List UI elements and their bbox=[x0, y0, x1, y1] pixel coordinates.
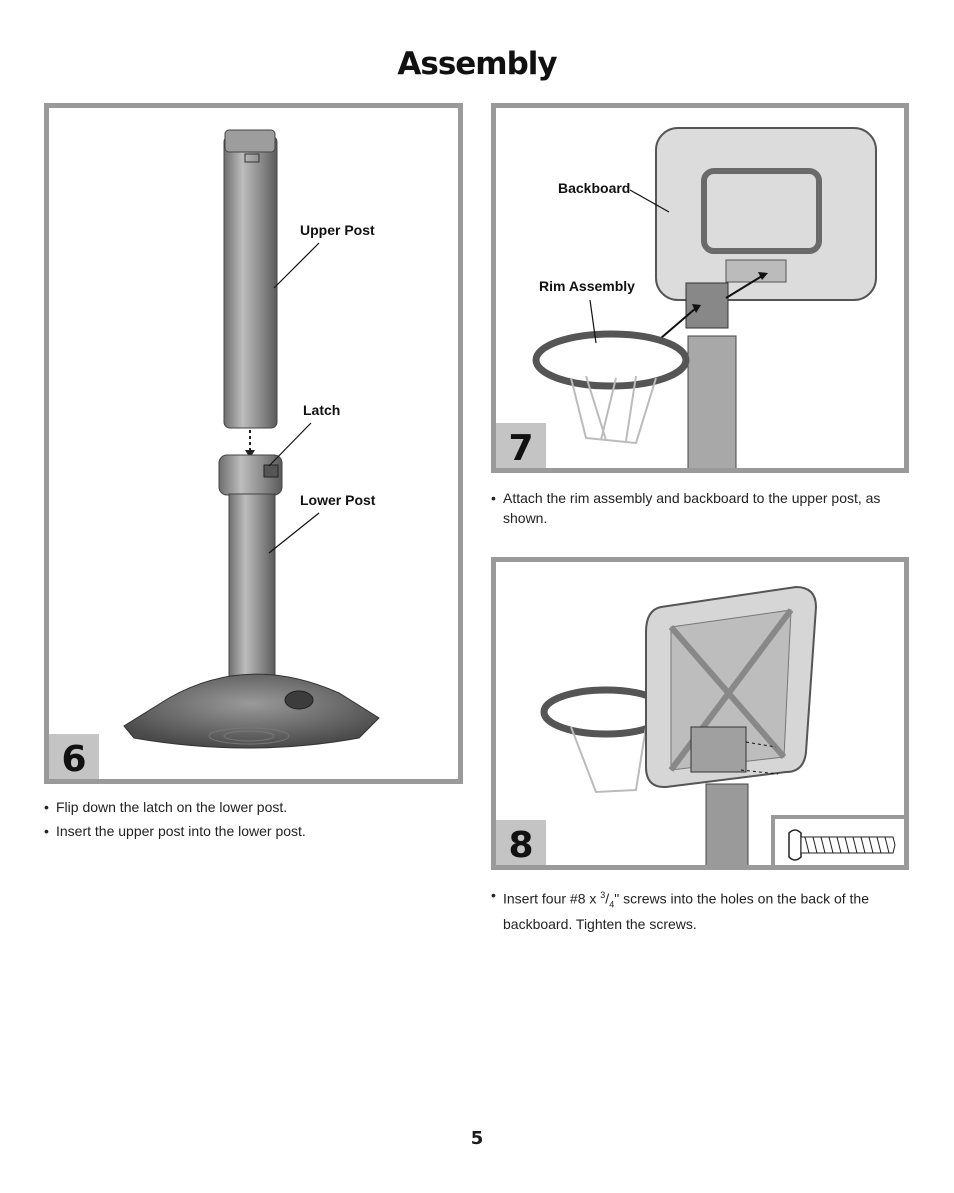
page-number: 5 bbox=[470, 1128, 484, 1149]
instruction-item: Attach the rim assembly and backboard to… bbox=[491, 488, 901, 528]
step-7-instructions: Attach the rim assembly and backboard to… bbox=[491, 488, 901, 528]
step-7-badge: 7 bbox=[496, 423, 546, 468]
instruction-item: Flip down the latch on the lower post. bbox=[44, 797, 464, 817]
label-lower-post: Lower Post bbox=[300, 492, 376, 508]
instruction-text-start: Insert four #8 x bbox=[503, 890, 601, 907]
post-assembly-illustration bbox=[123, 129, 380, 749]
step-6-panel: Upper Post Latch Lower Post 6 bbox=[44, 103, 463, 784]
step-6-instructions: Flip down the latch on the lower post. I… bbox=[44, 797, 464, 841]
step-6-badge: 6 bbox=[49, 734, 99, 779]
page-title: Assembly bbox=[397, 46, 557, 82]
label-upper-post: Upper Post bbox=[300, 222, 375, 238]
step-7-panel: Backboard Rim Assembly 7 bbox=[491, 103, 909, 473]
step-8-instructions: Insert four #8 x 3/4" screws into the ho… bbox=[491, 885, 906, 934]
screw-inset bbox=[771, 815, 904, 865]
rim-backboard-illustration bbox=[532, 127, 877, 468]
screw-icon bbox=[788, 829, 896, 861]
instruction-item: Insert four #8 x 3/4" screws into the ho… bbox=[491, 885, 906, 934]
label-backboard: Backboard bbox=[558, 180, 631, 196]
instruction-item: Insert the upper post into the lower pos… bbox=[44, 821, 464, 841]
screw-backboard-illustration bbox=[540, 585, 818, 865]
label-latch: Latch bbox=[303, 402, 341, 418]
step-8-panel: 8 bbox=[491, 557, 909, 870]
instruction-text-end: " screws into the holes on the back of t… bbox=[503, 890, 869, 933]
fraction-numerator: 3 bbox=[600, 890, 606, 900]
label-rim-assembly: Rim Assembly bbox=[539, 278, 635, 294]
fraction-denominator: 4 bbox=[609, 899, 615, 910]
step-8-badge: 8 bbox=[496, 820, 546, 865]
